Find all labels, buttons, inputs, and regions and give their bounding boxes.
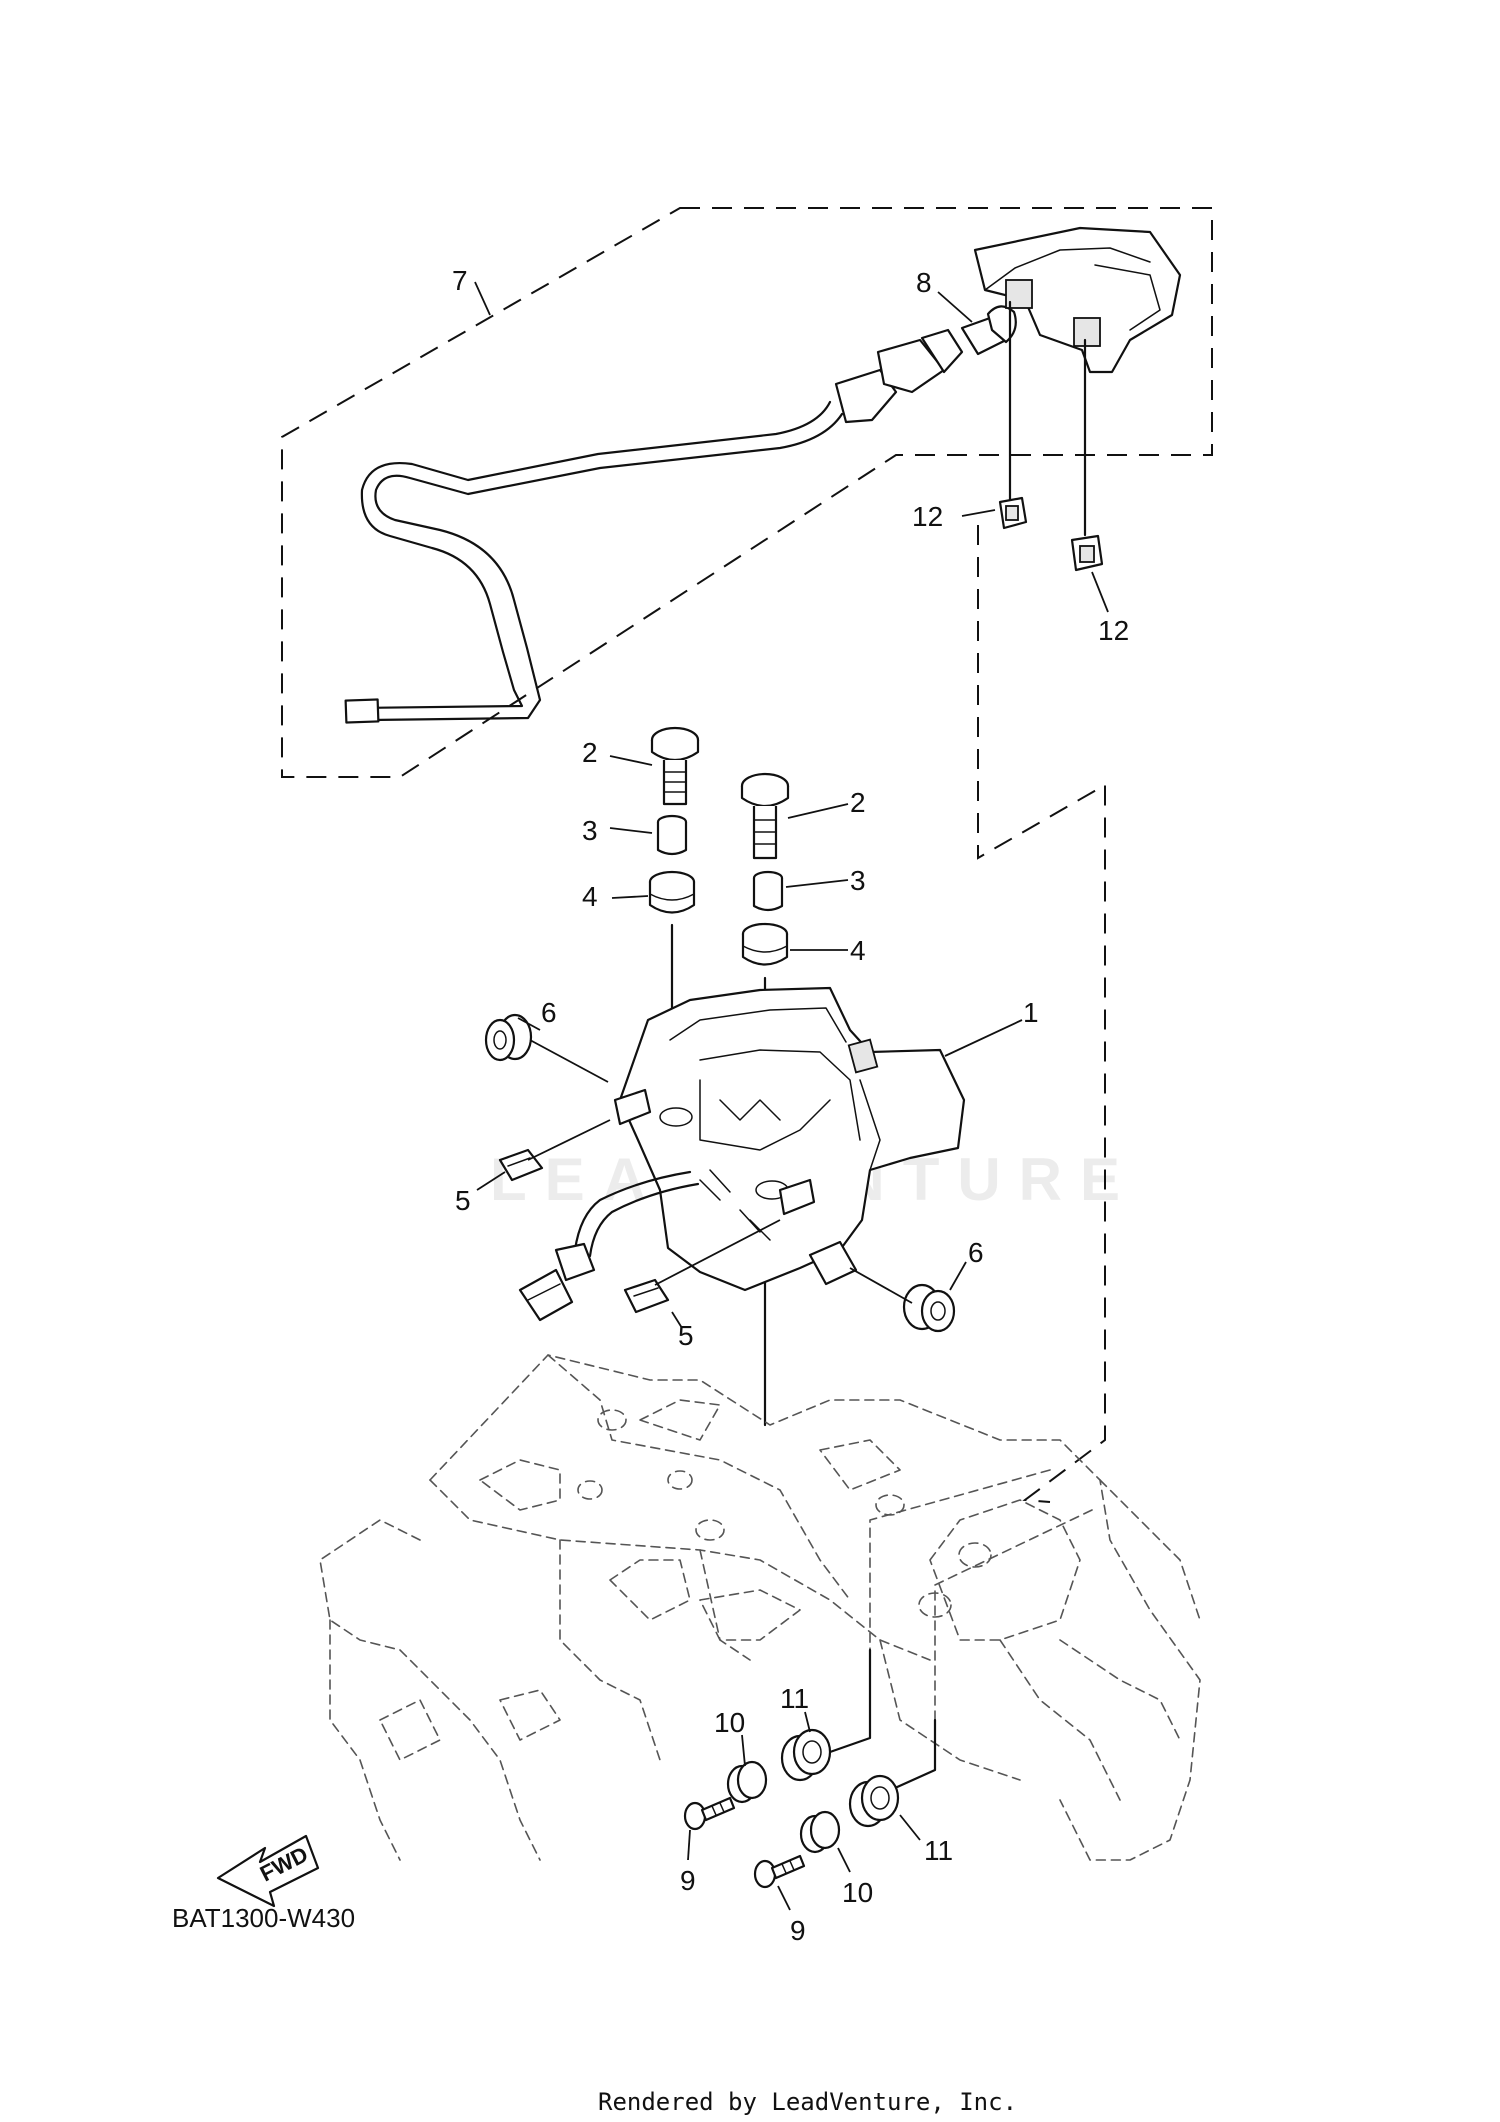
tail-light-wire [518,1170,700,1322]
grommet-4a-part [648,870,696,914]
wire-end-terminal [344,698,380,724]
grommet-11a-part [780,1728,832,1782]
grommet-4b-part [741,922,789,966]
grommet-6b-part [902,1283,956,1333]
license-light-wire [344,400,844,724]
forward-direction-arrow: FWD [216,1834,320,1908]
callout-6b: 6 [968,1237,984,1268]
callout-4b: 4 [850,935,866,966]
callout-10a: 10 [714,1707,745,1738]
callout-11a: 11 [780,1683,809,1714]
nut-12b-part [1070,534,1104,572]
callout-1: 1 [1023,997,1039,1028]
screw-9b-part [753,1854,806,1889]
callout-4a: 4 [582,881,598,912]
nut-12a-part [998,496,1028,530]
grommet-11b-part [848,1774,900,1828]
callout-12a: 12 [912,501,943,532]
callout-5b: 5 [678,1320,694,1351]
callout-2b: 2 [850,787,866,818]
grommet-6a-part [484,1013,533,1062]
washer-10b-part [799,1810,841,1854]
bolt-2a-part [650,726,700,806]
collar-3a-part [656,814,688,856]
callout-12b: 12 [1098,615,1129,646]
screw-9a-part [683,1796,736,1831]
clip-5b-part [623,1278,670,1314]
callout-9b: 9 [790,1915,806,1946]
housing-tab-right [1073,317,1101,347]
bulb-part [960,305,1017,356]
render-credit: Rendered by LeadVenture, Inc. [598,2088,1017,2116]
callout-2a: 2 [582,737,598,768]
license-light-housing [973,226,1182,374]
assembly-route-line [977,525,1106,1503]
license-light-socket [834,328,964,424]
callout-3a: 3 [582,815,598,846]
callout-11b: 11 [924,1835,953,1866]
callout-8: 8 [916,267,932,298]
license-light-assembly-outline [281,207,1213,778]
bolt-2b-part [740,772,790,860]
callout-5a: 5 [455,1185,471,1216]
callout-3b: 3 [850,865,866,896]
diagram-code: BAT1300-W430 [172,1903,355,1933]
rear-frame-ghost [319,1354,1201,1861]
callout-6a: 6 [541,997,557,1028]
callout-7: 7 [452,265,468,296]
callout-9a: 9 [680,1865,696,1896]
washer-10a-part [726,1760,768,1804]
tail-light-assembly [613,986,966,1292]
collar-3b-part [752,870,784,912]
callout-10b: 10 [842,1877,873,1908]
